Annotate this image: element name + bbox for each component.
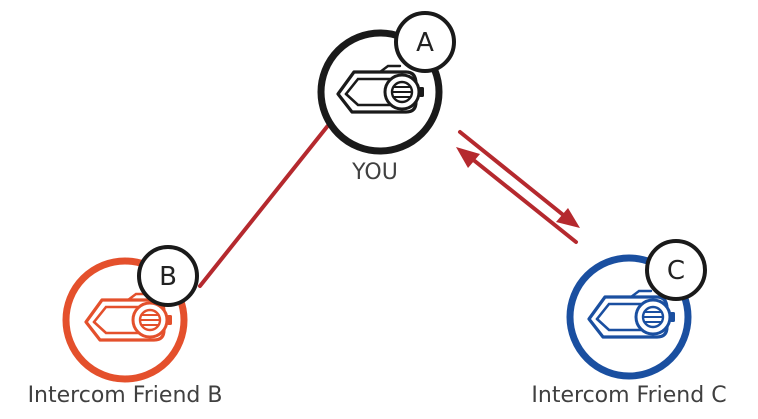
node-friend-c: C: [566, 239, 707, 380]
connection-you-to-friend-c: [456, 130, 580, 244]
node-friend-b-letter: B: [159, 262, 177, 292]
node-friend-b-badge: [137, 245, 199, 307]
node-you-badge: [394, 11, 456, 73]
node-friend-c-badge: [645, 239, 707, 301]
connection-you-to-friend-b: [198, 116, 336, 288]
node-friend-b: B: [62, 245, 199, 383]
arrow-you-to-friend-c: [458, 130, 574, 224]
node-you-label: YOU: [352, 160, 398, 185]
arrow-head-to-you: [456, 147, 480, 168]
arrow-friend-c-to-you: [464, 152, 578, 244]
arrow-head-to-friend-c: [556, 208, 580, 228]
node-you: A: [317, 11, 456, 155]
node-friend-b-label: Intercom Friend B: [27, 383, 223, 408]
node-friend-c-label: Intercom Friend C: [531, 383, 727, 408]
node-friend-c-letter: C: [667, 256, 685, 286]
node-you-letter: A: [416, 28, 434, 58]
